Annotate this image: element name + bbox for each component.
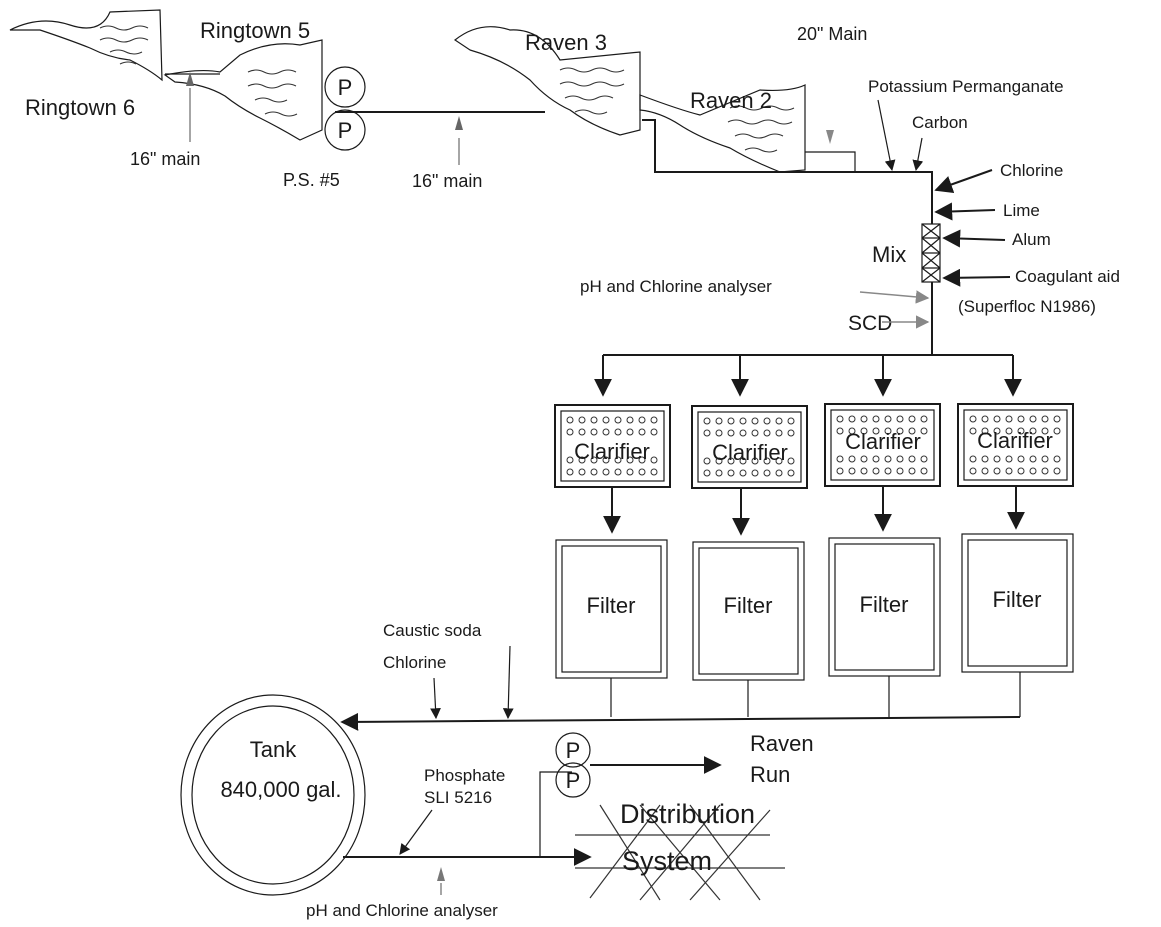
label-lime: Lime [1003, 201, 1040, 220]
feed-carbon [912, 137, 924, 172]
label-raven-run-2: Run [750, 762, 790, 787]
clarifier-label: Clarifier [712, 440, 788, 465]
filter-label: Filter [860, 592, 909, 617]
label-alum: Alum [1012, 230, 1051, 249]
valve-icon [437, 867, 445, 895]
label-coagulant-aid: Coagulant aid [1015, 267, 1120, 286]
valve-icon [186, 72, 194, 142]
reservoir-raven-2 [639, 84, 806, 173]
label-tank-size: 840,000 gal. [220, 777, 341, 802]
valve-icon [826, 130, 834, 144]
filter-label: Filter [724, 593, 773, 618]
reservoir-ringtown-5 [163, 39, 323, 141]
filter-2: Filter [692, 541, 805, 681]
pipe-raven2-outlet [805, 151, 856, 172]
filter-3: Filter [828, 537, 941, 677]
label-mix: Mix [872, 242, 906, 267]
label-ph-analyser-bottom: pH and Chlorine analyser [306, 901, 498, 920]
feed-coagulant-aid [942, 268, 1011, 287]
feed-phosphate [399, 809, 433, 855]
label-carbon: Carbon [912, 113, 968, 132]
label-sli-5216: SLI 5216 [424, 788, 492, 807]
feed-chlorine-top [934, 169, 993, 194]
label-system: System [622, 846, 712, 876]
label-20-main: 20" Main [797, 24, 867, 44]
clarifier-label: Clarifier [977, 428, 1053, 453]
clarifier-4: Clarifier [957, 403, 1074, 487]
feed-alum [942, 229, 1006, 248]
filter-1: Filter [555, 539, 668, 679]
label-potassium-permanganate: Potassium Permanganate [868, 77, 1064, 96]
raven-run-pumps: P P [555, 732, 591, 798]
valve-icon [455, 116, 463, 165]
clarifier-2: Clarifier [691, 405, 808, 489]
feed-chlorine-bottom [430, 677, 441, 720]
pump-station-5: P P [324, 66, 366, 151]
label-chlorine-top: Chlorine [1000, 161, 1063, 180]
label-superfloc: (Superfloc N1986) [958, 297, 1096, 316]
sensor-ph-top [859, 290, 930, 304]
label-ps5: P.S. #5 [283, 170, 340, 190]
label-16-main-mid: 16" main [412, 171, 482, 191]
mixer-icon [921, 223, 941, 283]
label-chlorine-bottom: Chlorine [383, 653, 446, 672]
filter-label: Filter [587, 593, 636, 618]
label-ringtown-6: Ringtown 6 [25, 95, 135, 120]
label-distribution: Distribution [620, 799, 755, 829]
distribution-network-icon [575, 804, 785, 901]
label-tank: Tank [250, 737, 297, 762]
storage-tank [180, 694, 366, 896]
label-caustic-soda: Caustic soda [383, 621, 482, 640]
pump-label: P [566, 768, 581, 793]
reservoir-raven-3 [453, 26, 641, 136]
pipe-raven3-outlet [642, 119, 933, 185]
label-16-main-left: 16" main [130, 149, 200, 169]
label-phosphate: Phosphate [424, 766, 505, 785]
feed-lime [934, 202, 996, 221]
pump-label: P [338, 118, 353, 143]
label-scd: SCD [848, 312, 892, 335]
label-raven-3: Raven 3 [525, 30, 607, 55]
clarifier-3: Clarifier [824, 403, 941, 487]
label-ph-analyser-top: pH and Chlorine analyser [580, 277, 772, 296]
clarifier-1: Clarifier [554, 404, 671, 488]
clarifier-label: Clarifier [574, 439, 650, 464]
filter-4: Filter [961, 533, 1074, 673]
pump-label: P [566, 738, 581, 763]
label-ringtown-5: Ringtown 5 [200, 18, 310, 43]
pump-label: P [338, 75, 353, 100]
pipe-to-raven-run-pumps [539, 771, 572, 857]
feed-potassium-permanganate [877, 99, 896, 172]
reservoir-ringtown-6 [9, 9, 163, 82]
label-raven-run-1: Raven [750, 731, 814, 756]
clarifier-label: Clarifier [845, 429, 921, 454]
filter-label: Filter [993, 587, 1042, 612]
label-raven-2: Raven 2 [690, 88, 772, 113]
feed-caustic-soda [502, 645, 514, 720]
collector-pipe-to-tank [340, 712, 1021, 731]
